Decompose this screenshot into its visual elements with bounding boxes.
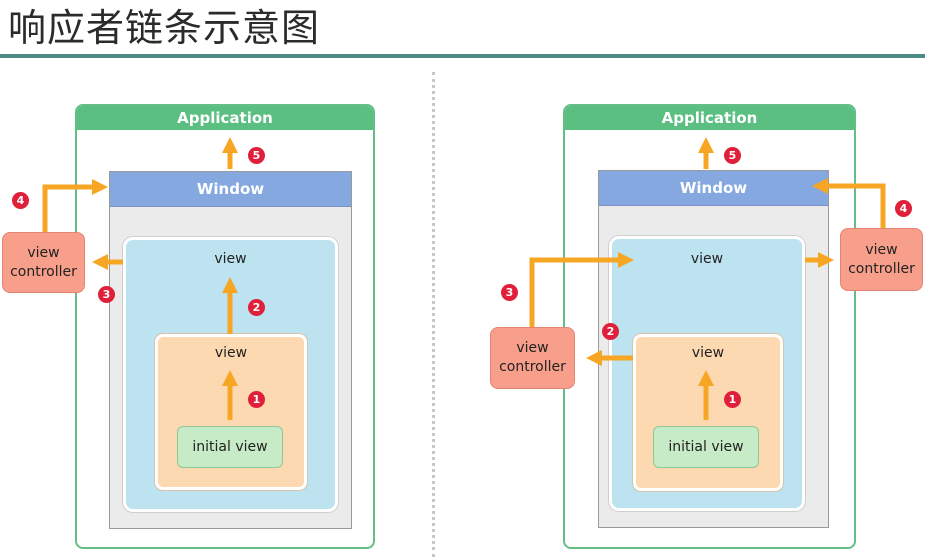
left-step-badge-5: 5 [248,147,265,164]
right-step-badge-1: 1 [724,391,741,408]
left-step-badge-2: 2 [248,299,265,316]
right-arrow-step-3 [529,251,634,327]
left-arrow-step-4 [42,178,108,232]
right-initial-view: initial view [653,426,759,468]
left-step-badge-1: 1 [248,391,265,408]
right-step-badge-3: 3 [501,284,518,301]
left-inner-view-label: view [214,345,248,361]
left-step-badge-3: 3 [98,286,115,303]
right-arrow-step-4 [812,178,886,228]
right-step-badge-2: 2 [602,323,619,340]
right-outer-view-label: view [690,251,724,267]
right-window-bar: Window [599,171,828,206]
left-initial-view: initial view [177,426,283,468]
page-title: 响应者链条示意图 [8,6,321,50]
right-inner-view-label: view [691,345,725,361]
left-window-bar: Window [110,172,351,207]
left-outer-view-label: view [214,251,247,267]
right-application-bar: Application [565,106,854,130]
right-step-badge-5: 5 [724,147,741,164]
left-application-bar: Application [77,106,373,130]
right-inner-view-controller: view controller [490,327,575,389]
right-step-badge-4: 4 [895,200,912,217]
diagram-divider [432,72,435,557]
right-outer-view-controller: view controller [840,228,923,291]
title-rule [0,54,925,58]
left-view-controller: view controller [2,232,85,293]
left-step-badge-4: 4 [12,192,29,209]
